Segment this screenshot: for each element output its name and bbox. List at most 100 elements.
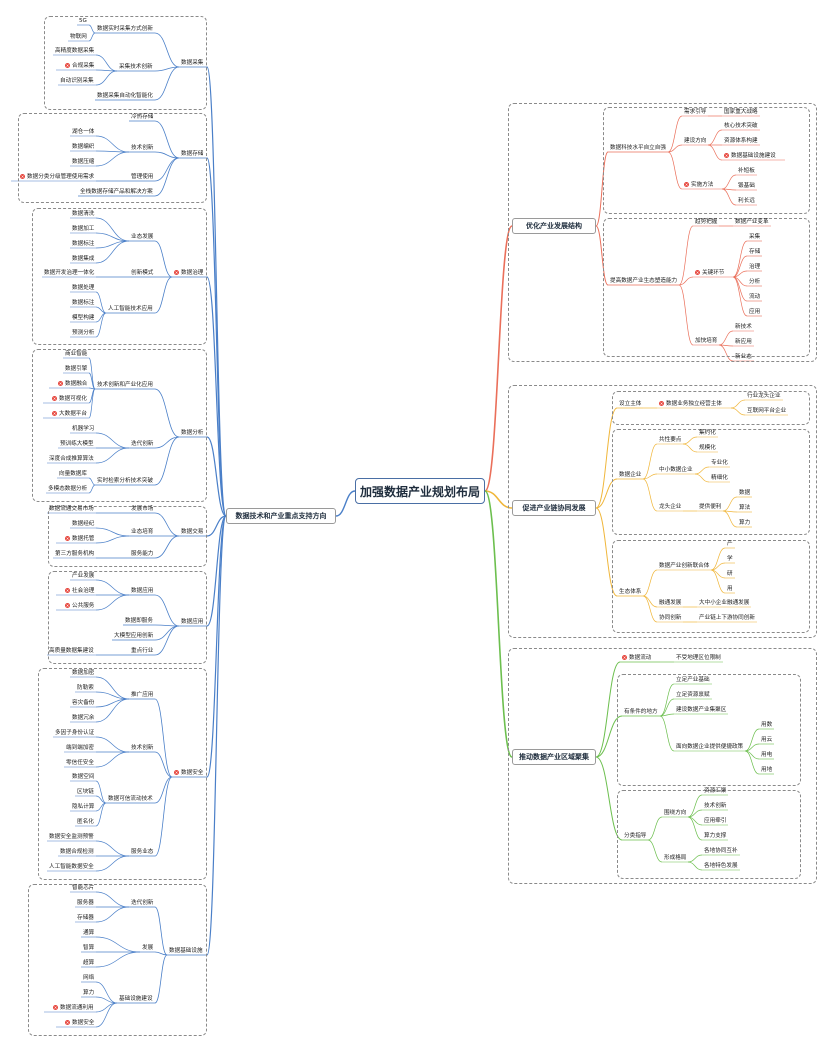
leaf-label[interactable]: 数据合规检测 <box>60 849 94 856</box>
sub-label[interactable]: 人工智能技术应用 <box>108 306 153 313</box>
leaf-label[interactable]: 区块链 <box>77 789 94 796</box>
leaf-label[interactable]: 智算 <box>83 945 94 952</box>
sub-label[interactable]: 业态发展 <box>131 234 153 241</box>
sub-label[interactable]: 服务能力 <box>131 551 153 558</box>
leaf-label[interactable]: 端到端加密 <box>66 745 94 752</box>
sub-label[interactable]: 提高数据产业生态塑造能力 <box>610 278 677 285</box>
leaf-label[interactable]: 数据引擎 <box>65 366 87 373</box>
group-label[interactable]: 数据存储 <box>181 151 203 158</box>
branch-label[interactable]: 形成格局 <box>664 855 686 862</box>
leaf-label[interactable]: 算力支撑 <box>704 833 726 840</box>
leaf-label[interactable]: 通算 <box>83 930 94 937</box>
leaf-label[interactable]: 隐私计算 <box>72 804 94 811</box>
sub-label[interactable]: 有条件的地方 <box>624 709 658 716</box>
leaf-label[interactable]: 深度合成推算算法 <box>49 456 94 463</box>
leaf-label[interactable]: 各地协同互补 <box>704 848 738 855</box>
branch-label[interactable]: ✕数据业务独立经营主体 <box>659 401 722 408</box>
leaf-label[interactable]: 建设数据产业集聚区 <box>676 707 726 714</box>
leaf-label[interactable]: 零信任安全 <box>66 760 94 767</box>
leaf-label[interactable]: 不受地理区位限制 <box>676 655 721 662</box>
sub-label[interactable]: 分类指导 <box>624 833 646 840</box>
sub-label[interactable]: ✕数据流动 <box>622 655 651 662</box>
leaf-label[interactable]: 用 <box>727 586 733 593</box>
leaf-label[interactable]: 数据清洗 <box>72 211 94 218</box>
sub-label[interactable]: 数据企业 <box>619 472 641 479</box>
sub-label[interactable]: 实时检索分析技术突破 <box>97 478 153 485</box>
leaf-label[interactable]: 自动识别采集 <box>60 78 94 85</box>
sub-label[interactable]: 采集技术创新 <box>119 64 153 71</box>
branch-label[interactable]: 龙头企业 <box>659 504 681 511</box>
branch-label[interactable]: 趋势把握 <box>695 219 717 226</box>
leaf-label[interactable]: 数据流通交易市场 <box>49 506 94 513</box>
sub-label[interactable]: 数据即服务 <box>125 618 153 625</box>
branch-label[interactable]: 中小数据企业 <box>659 467 693 474</box>
sub-label[interactable]: 技术创新 <box>131 745 153 752</box>
leaf-label[interactable]: 国家重大战略 <box>724 109 758 116</box>
leaf-label[interactable]: 用数 <box>761 722 772 729</box>
group-label[interactable]: 数据应用 <box>181 619 203 626</box>
branch-label[interactable]: 提供便利 <box>699 504 721 511</box>
sub-label[interactable]: 技术创新 <box>131 145 153 152</box>
leaf-label[interactable]: 用云 <box>761 737 772 744</box>
leaf-label[interactable]: ✕数据分类分级管理使用需求 <box>20 174 94 181</box>
leaf-label[interactable]: 新应用 <box>735 339 752 346</box>
leaf-label[interactable]: ✕公共服务 <box>65 603 94 610</box>
leaf-label[interactable]: 数据处理 <box>72 285 94 292</box>
leaf-label[interactable]: 数据安全监测预警 <box>49 834 94 841</box>
branch-label[interactable]: 数据产业创新联合体 <box>659 563 709 570</box>
leaf-label[interactable]: 行业龙头企业 <box>747 393 781 400</box>
group-label[interactable]: 数据分析 <box>181 430 203 437</box>
leaf-label[interactable]: ✕数据流通利用 <box>53 1005 94 1012</box>
branch-label[interactable]: 融通发展 <box>659 600 681 607</box>
sub-label[interactable]: 数据实时采集方式创新 <box>97 26 153 33</box>
sub-label[interactable]: 重点行业 <box>131 648 153 655</box>
leaf-label[interactable]: 防勒索 <box>77 685 94 692</box>
leaf-label[interactable]: 规模化 <box>699 445 716 452</box>
leaf-label[interactable]: 数据标注 <box>72 241 94 248</box>
leaf-label[interactable]: 互联网平台企业 <box>747 408 786 415</box>
leaf-label[interactable]: ✕大数据平台 <box>52 411 87 418</box>
leaf-label[interactable]: 数据空间 <box>72 774 94 781</box>
leaf-label[interactable]: 多因子身份认证 <box>55 730 94 737</box>
sub-label[interactable]: 推广应用 <box>131 692 153 699</box>
leaf-label[interactable]: 应用 <box>749 309 760 316</box>
leaf-label[interactable]: ✕数据托管 <box>65 536 94 543</box>
leaf-label[interactable]: 数据 <box>739 490 750 497</box>
leaf-label[interactable]: 采集 <box>749 234 760 241</box>
leaf-label[interactable]: 算力 <box>83 990 94 997</box>
group-label[interactable]: 数据交易 <box>181 529 203 536</box>
leaf-label[interactable]: 第三方服务机构 <box>55 551 94 558</box>
leaf-label[interactable]: ✕数据可视化 <box>52 396 87 403</box>
leaf-label[interactable]: 产业发展 <box>72 573 94 580</box>
leaf-label[interactable]: 存储器 <box>77 915 94 922</box>
leaf-label[interactable]: 各地特色发展 <box>704 863 738 870</box>
leaf-label[interactable]: ✕数据安全 <box>65 1020 94 1027</box>
leaf-label[interactable]: 容灾备份 <box>72 700 94 707</box>
leaf-label[interactable]: 流动 <box>749 294 760 301</box>
sub-label[interactable]: 基础设施建设 <box>119 996 153 1003</box>
sub-label[interactable]: 技术创新和产业化应用 <box>97 382 153 389</box>
main-branch-0[interactable]: 优化产业发展结构 <box>512 218 596 234</box>
group-label[interactable]: ✕数据治理 <box>174 270 203 277</box>
leaf-label[interactable]: 立足资源禀赋 <box>676 692 710 699</box>
leaf-label[interactable]: 数据集成 <box>72 256 94 263</box>
leaf-label[interactable]: 资源汇聚 <box>704 788 726 795</box>
leaf-label[interactable]: 多模态数据分析 <box>48 486 87 493</box>
leaf-label[interactable]: 向量数据库 <box>59 471 87 478</box>
sub-label[interactable]: 数据采集自动化智能化 <box>97 93 153 100</box>
group-label[interactable]: 数据采集 <box>181 60 203 67</box>
leaf-label[interactable]: ✕数据基础设施建设 <box>724 153 776 160</box>
leaf-label[interactable]: 用地 <box>761 767 772 774</box>
sub-label[interactable]: 管理使用 <box>131 174 153 181</box>
leaf-label[interactable]: 预测分析 <box>72 330 94 337</box>
leaf-label[interactable]: 利长远 <box>738 198 755 205</box>
leaf-label[interactable]: 数据经纪 <box>72 521 94 528</box>
sub-label[interactable]: 数据可信流动技术 <box>108 796 153 803</box>
leaf-label[interactable]: 新技术 <box>735 324 752 331</box>
leaf-label[interactable]: 治理 <box>749 264 760 271</box>
leaf-label[interactable]: 超算 <box>83 960 94 967</box>
sub-label[interactable]: 迭代创新 <box>131 441 153 448</box>
leaf-label[interactable]: 数据冗余 <box>72 715 94 722</box>
branch-label[interactable]: 需求引导 <box>684 109 706 116</box>
leaf-label[interactable]: ✕社会治理 <box>65 588 94 595</box>
